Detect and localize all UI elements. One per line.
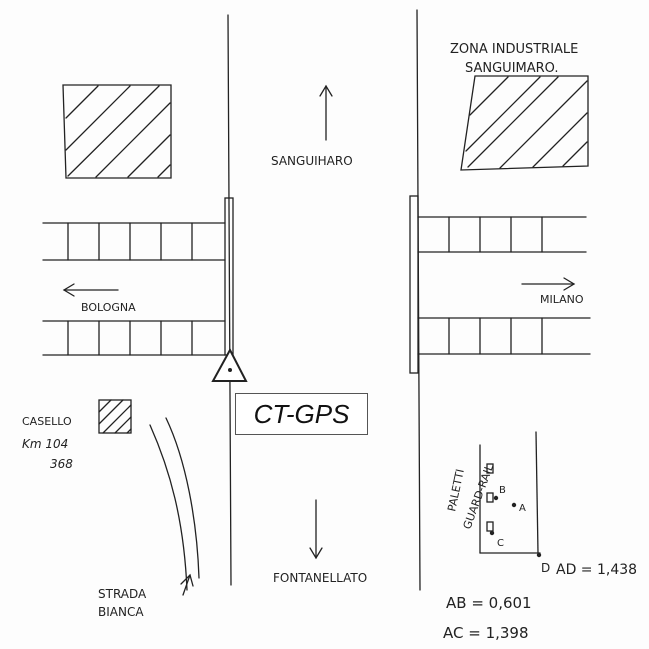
point-c-dot	[489, 530, 495, 536]
distance-ab: AB = 0,601	[446, 594, 532, 612]
bologna-label: BOLOGNA	[81, 301, 136, 314]
strada-label: STRADA	[98, 587, 147, 601]
point-a-dot	[511, 502, 517, 508]
milano-label: MILANO	[540, 293, 584, 306]
point-a-label: A	[519, 503, 526, 514]
casello-km-label: Km 104	[22, 437, 68, 451]
point-d-label: D	[541, 561, 550, 575]
distance-ad: AD = 1,438	[556, 562, 637, 578]
sanguimaro-direction-label: SANGUIHARO	[271, 154, 353, 168]
building-top-right	[460, 75, 589, 171]
distance-ac: AC = 1,398	[443, 624, 529, 642]
point-b-label: B	[499, 485, 506, 496]
ladder-right-lower	[417, 317, 591, 355]
arrow-east	[521, 277, 576, 291]
fontanellato-label: FONTANELLATO	[273, 571, 367, 585]
road-edge-left	[227, 14, 232, 586]
guard-rail-detail	[479, 431, 541, 554]
ladder-left-upper	[42, 222, 226, 261]
point-d-dot	[536, 552, 542, 558]
casello-booth	[98, 399, 132, 434]
point-b-dot	[493, 495, 499, 501]
sanguimaro-zone-label: SANGUIMARO.	[465, 61, 559, 76]
bridge-right-barrier	[409, 195, 419, 374]
paletti-label: PALETTI	[445, 468, 467, 513]
arrow-north	[319, 84, 333, 141]
ct-gps-label: CT-GPS	[235, 393, 368, 435]
arrow-west	[62, 283, 119, 297]
arrow-south	[309, 499, 323, 560]
casello-label: CASELLO	[22, 415, 72, 428]
ladder-left-lower	[42, 320, 226, 356]
bianca-label: BIANCA	[98, 605, 144, 619]
strada-bianca-road	[149, 417, 200, 596]
ladder-right-upper	[417, 216, 587, 253]
casello-number-label: 368	[50, 457, 73, 471]
point-c-label: C	[497, 538, 504, 549]
zona-industriale-label: ZONA INDUSTRIALE	[450, 42, 578, 57]
gps-marker-icon	[211, 347, 248, 382]
building-top-left	[62, 84, 172, 179]
